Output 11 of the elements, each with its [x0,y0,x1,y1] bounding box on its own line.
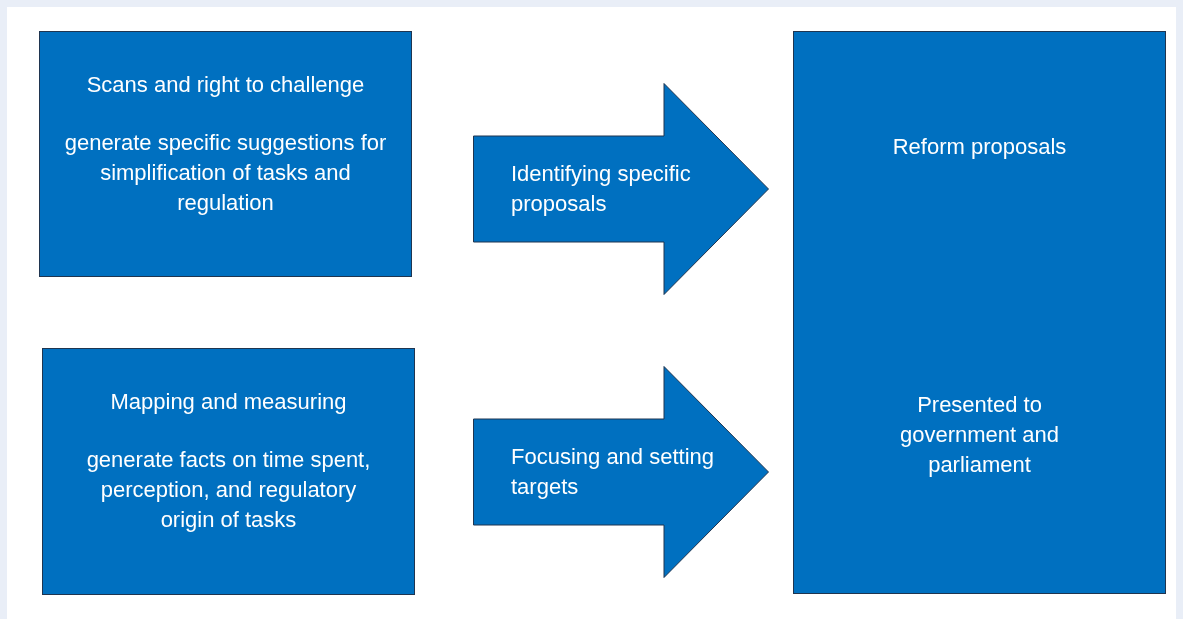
box-description: Presented to government and parliament [899,391,1060,479]
box-heading: Mapping and measuring [110,388,347,416]
box-heading: Scans and right to challenge [86,71,365,99]
box-heading: Reform proposals [892,133,1067,161]
arrow-label: Focusing and setting targets [511,443,716,501]
arrow-label: Identifying specific proposals [511,160,692,218]
process-box [793,31,1166,594]
box-description: generate specific suggestions for simplification of tasks and regulation [64,129,387,217]
process-box [42,348,415,595]
process-box [39,31,412,277]
box-description: generate facts on time spent, perception, and regulatory origin of tasks [85,446,372,534]
